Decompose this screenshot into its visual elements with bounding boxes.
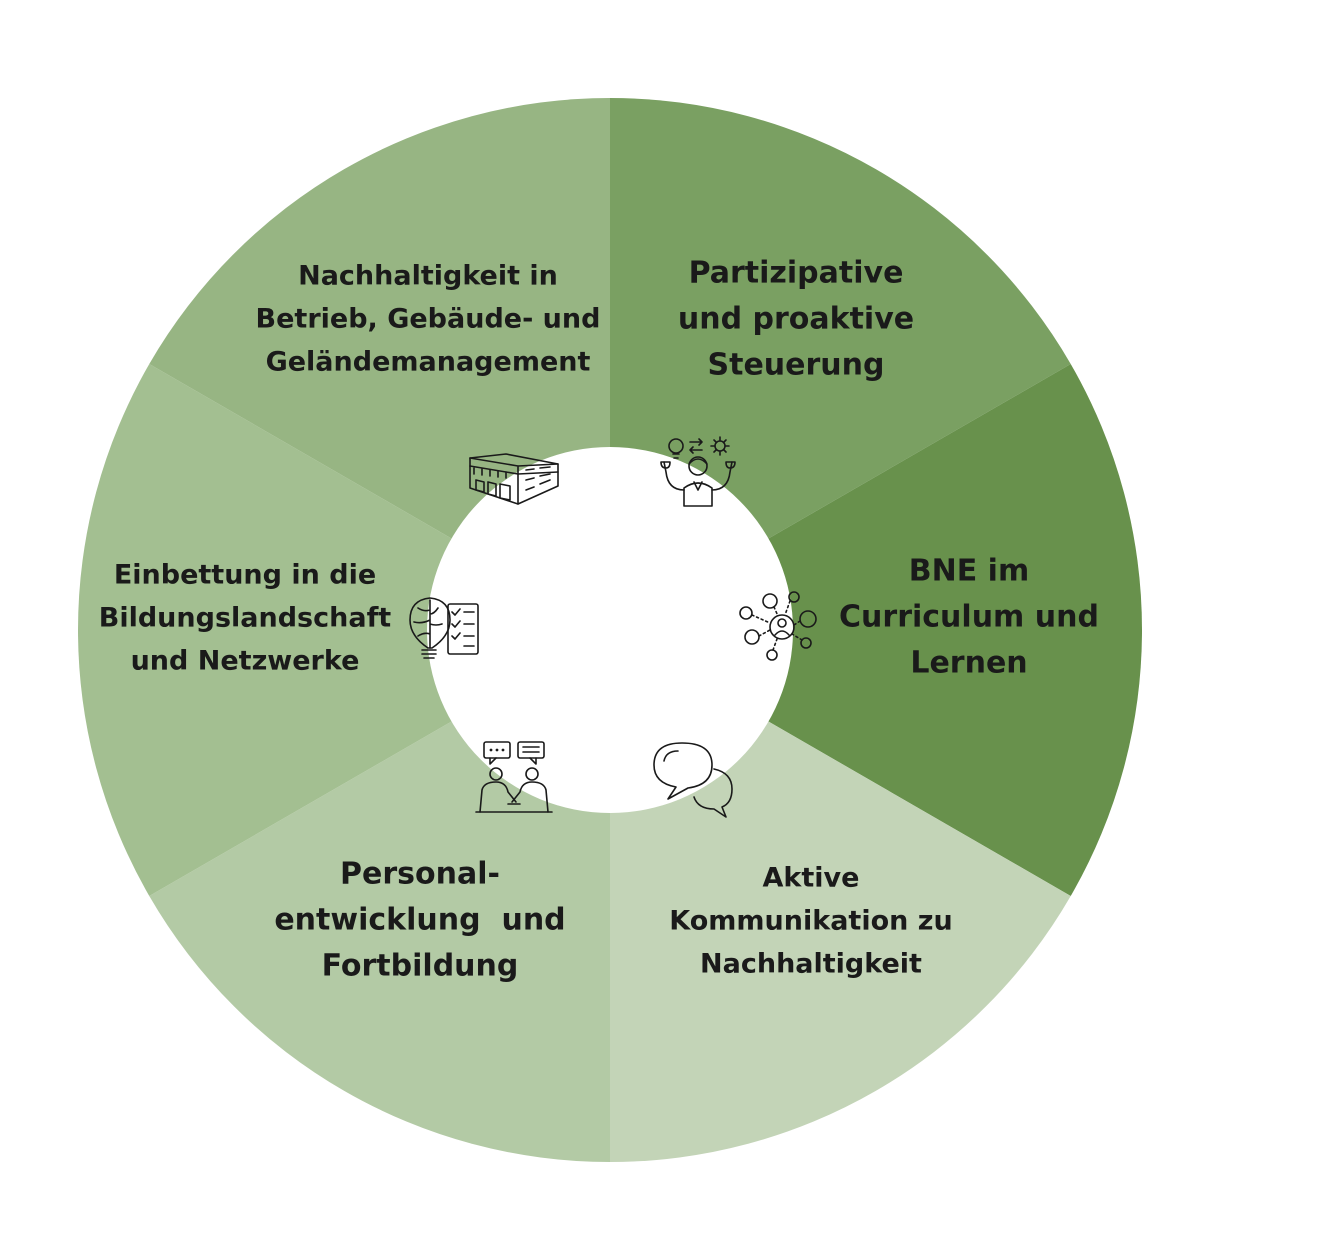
segment-label-line: Partizipative (689, 256, 904, 291)
segment-label-line: BNE im (909, 554, 1029, 589)
segment-label-line: Geländemanagement (266, 346, 591, 377)
handshake-dialog-icon (475, 741, 553, 813)
segment-label-line: Nachhaltigkeit (700, 948, 922, 979)
leader-ideas-icon (660, 436, 736, 507)
speech-bubbles-icon (653, 742, 733, 818)
segment-label-line: und Netzwerke (131, 645, 360, 676)
segment-label-line: Einbettung in die (114, 559, 376, 590)
segment-label-line: entwicklung und (274, 903, 565, 938)
brain-bulb-checklist-icon (409, 597, 479, 659)
segment-label-line: Nachhaltigkeit in (298, 260, 558, 291)
segment-label-line: und proaktive (678, 302, 914, 337)
segment-label-line: Bildungslandschaft (99, 602, 392, 633)
segment-label-line: Fortbildung (322, 949, 519, 984)
segment-label-line: Betrieb, Gebäude- und (256, 303, 601, 334)
segment-curriculum (610, 364, 1142, 896)
segment-bildungslandschaft (78, 364, 611, 896)
segment-label-line: Curriculum und (839, 600, 1099, 635)
segment-label-line: Personal- (340, 857, 500, 892)
building-icon (469, 453, 559, 505)
segment-label-line: Kommunikation zu (669, 905, 952, 936)
wheel-center (427, 447, 793, 813)
network-people-icon (739, 591, 817, 661)
segment-label-line: Aktive (763, 862, 860, 893)
segment-label-line: Steuerung (708, 348, 885, 383)
segment-label-line: Lernen (910, 646, 1027, 681)
